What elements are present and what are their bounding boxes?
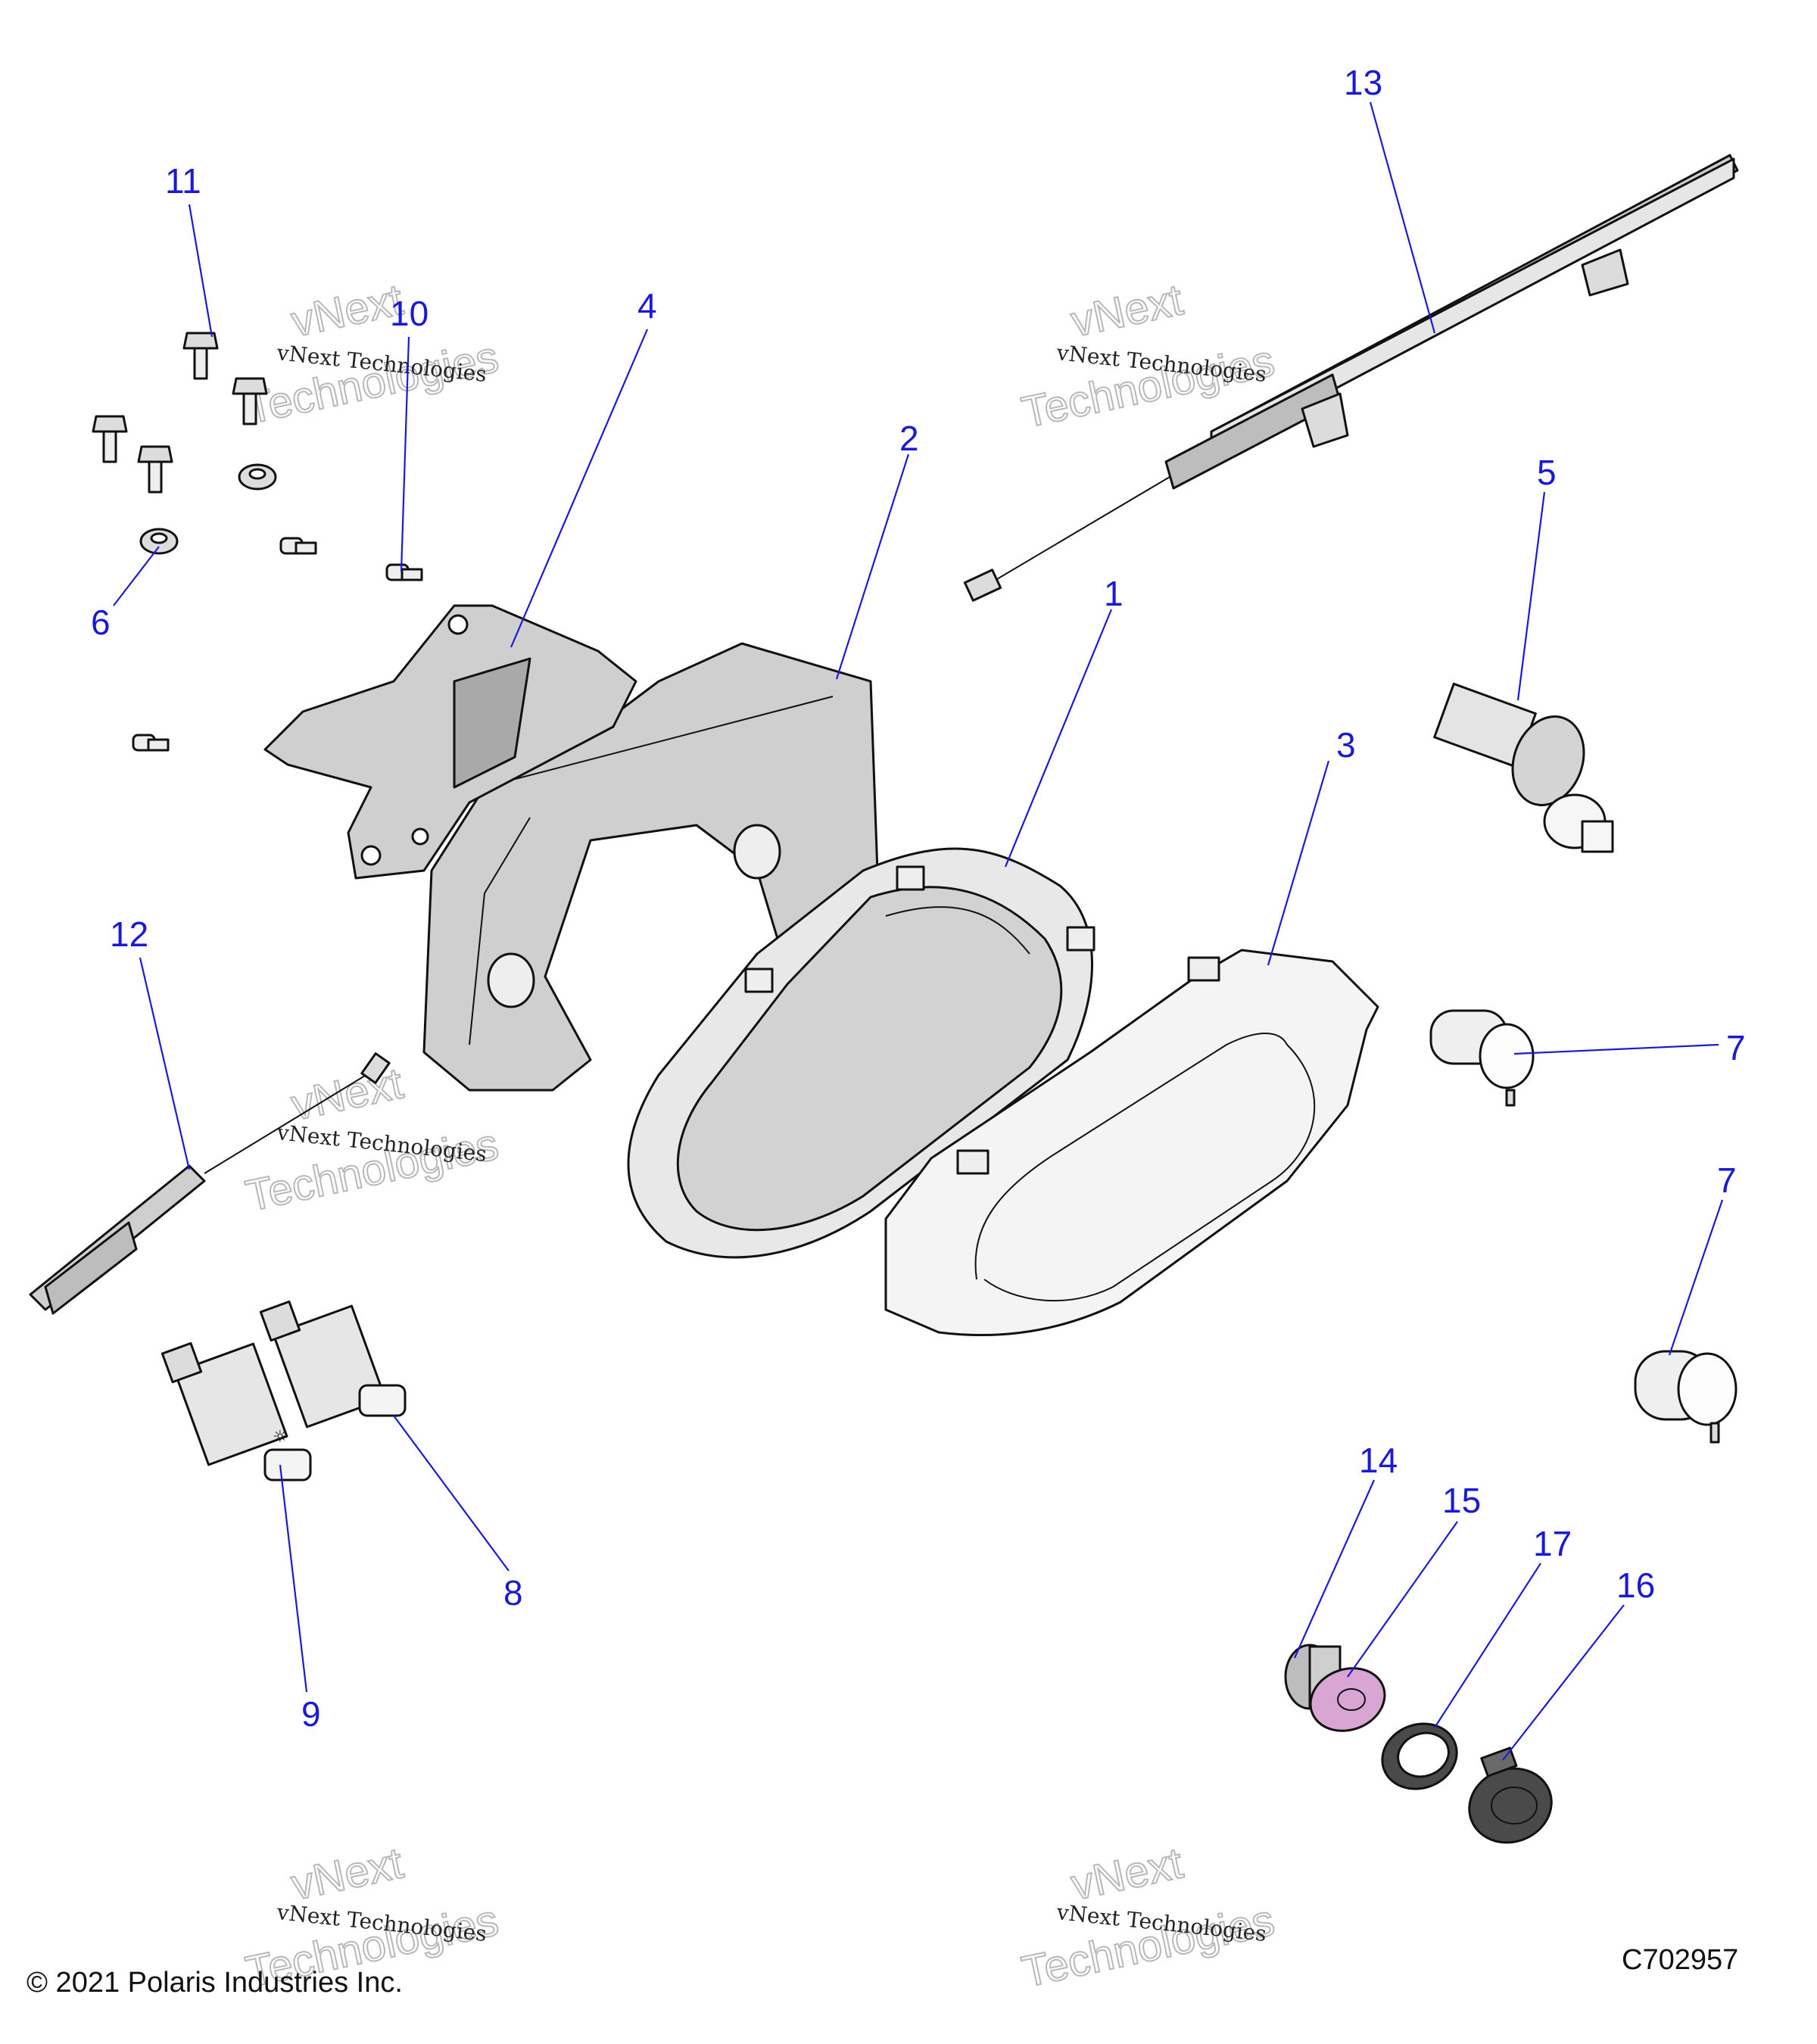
- leader-4: [510, 329, 649, 648]
- callout-15: 15: [1442, 1481, 1481, 1520]
- watermark-faint-text: vNext: [287, 1058, 407, 1129]
- callout-14: 14: [1359, 1441, 1398, 1480]
- figure-id: C702957: [1622, 1944, 1739, 1976]
- nut: [139, 528, 179, 555]
- part-7-light-upper: [1429, 1009, 1535, 1107]
- leader-10: [400, 336, 410, 572]
- copyright-text: © 2021 Polaris Industries Inc.: [26, 1967, 403, 1999]
- watermark-top-left: Technologies vNext vNext Technologies: [241, 274, 503, 434]
- screw: [385, 563, 423, 581]
- watermark-faint-text: vNext: [1067, 1838, 1187, 1909]
- leader-9: [279, 1464, 308, 1693]
- part-5-ignition-switch: [1433, 682, 1614, 853]
- leader-7a: [1513, 1043, 1719, 1055]
- leader-13: [1369, 101, 1436, 334]
- fasteners: [92, 332, 423, 752]
- screw: [132, 734, 170, 752]
- part-16-outlet-cap: [1468, 1746, 1553, 1844]
- watermark-faint-text: vNext: [287, 275, 407, 346]
- leader-7b: [1668, 1199, 1724, 1356]
- callout-16: 16: [1616, 1566, 1655, 1605]
- callout-12: 12: [110, 915, 148, 954]
- nut: [238, 463, 277, 491]
- callout-3: 3: [1336, 725, 1356, 765]
- callout-13: 13: [1344, 63, 1382, 102]
- callout-5: 5: [1537, 453, 1557, 492]
- callout-8: 8: [503, 1573, 523, 1612]
- leader-1: [1004, 609, 1113, 868]
- part-12-light-strip: [29, 1052, 391, 1315]
- part-9-rocker-switch: ☼: [161, 1341, 312, 1482]
- leader-5: [1516, 491, 1546, 701]
- bolt: [232, 377, 268, 425]
- leader-15: [1347, 1521, 1458, 1678]
- part-7-light-lower: [1634, 1350, 1738, 1444]
- leader-3: [1267, 760, 1330, 966]
- screw: [279, 537, 317, 555]
- part-3-bezel: [884, 949, 1379, 1337]
- callout-4: 4: [637, 286, 657, 326]
- leader-11: [188, 204, 213, 338]
- callout-7-lower: 7: [1717, 1161, 1737, 1200]
- bolt: [137, 445, 173, 494]
- bolt: [182, 332, 219, 380]
- callout-1: 1: [1104, 574, 1124, 613]
- callout-9: 9: [301, 1694, 321, 1734]
- part-14-15-power-outlet: [1284, 1644, 1386, 1732]
- leader-12: [139, 957, 191, 1170]
- leader-6: [113, 546, 160, 606]
- callout-labels: 1 2 3 4 5 6 7 7 8 9 10 11 12 13 14 15 16…: [91, 63, 1746, 1734]
- leader-17: [1434, 1563, 1541, 1728]
- leader-2: [835, 453, 910, 680]
- part-17-retaining-ring: [1381, 1722, 1458, 1790]
- callout-7-upper: 7: [1726, 1028, 1746, 1067]
- part-1-instrument-cluster: [627, 847, 1095, 1259]
- part-8-rocker-switch: [259, 1300, 407, 1429]
- part-13-light-strip: [963, 154, 1739, 602]
- part-4-bracket: [263, 604, 637, 880]
- callout-17: 17: [1533, 1524, 1572, 1563]
- leader-16: [1502, 1604, 1625, 1761]
- part-2-dash-housing: [422, 642, 880, 1092]
- leader-lines: [113, 101, 1724, 1761]
- callout-6: 6: [91, 603, 111, 642]
- callout-11: 11: [165, 161, 201, 201]
- watermark-top-right: Technologies vNext vNext Technologies: [1017, 274, 1279, 438]
- watermark-faint-text: vNext: [287, 1838, 407, 1909]
- bolt: [92, 415, 128, 463]
- callout-10: 10: [390, 294, 429, 333]
- leader-14: [1293, 1479, 1376, 1659]
- watermark-faint-text: vNext: [1067, 275, 1187, 346]
- watermark-bottom-right: Technologies vNext vNext Technologies: [1017, 1837, 1279, 1997]
- sun-icon: ☼: [273, 1428, 288, 1447]
- callout-2: 2: [899, 419, 919, 458]
- leader-8: [393, 1415, 510, 1572]
